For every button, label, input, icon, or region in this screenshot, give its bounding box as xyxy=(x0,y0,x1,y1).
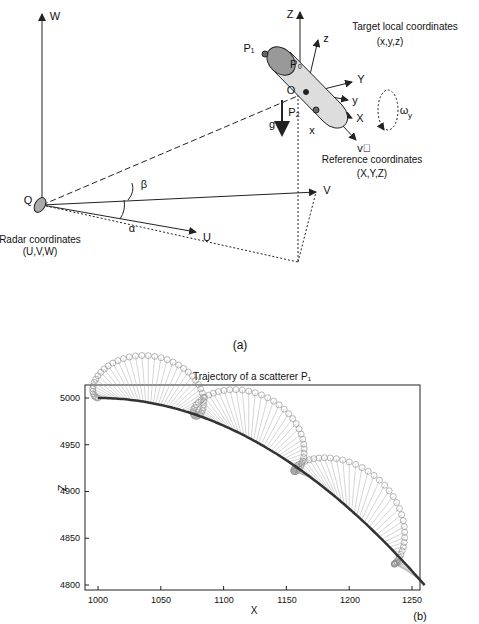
label-text: (X,Y,Z) xyxy=(357,169,387,179)
label-text: α xyxy=(129,223,135,234)
label-text: X xyxy=(356,113,363,124)
label-text: (b) xyxy=(413,611,426,622)
label-text: P₀ xyxy=(290,59,302,70)
label-text: y xyxy=(352,95,358,106)
label-text: 1100 xyxy=(214,596,233,605)
label-text: Reference coordinates xyxy=(322,155,423,165)
label-text: V xyxy=(323,185,330,196)
label-text: P₁ xyxy=(243,43,254,54)
label-text: 5000 xyxy=(60,394,80,403)
label-text: (a) xyxy=(233,339,248,351)
label-text: Trajectory of a scatterer P₁ xyxy=(193,372,311,382)
label-text: y xyxy=(408,112,412,120)
label-text: (U,V,W) xyxy=(23,247,58,257)
label-text: O xyxy=(287,85,296,96)
label-text: Q xyxy=(24,195,33,206)
label-text: P₂ xyxy=(288,107,300,118)
label-text: X xyxy=(251,606,258,616)
label-text: v⃗ xyxy=(357,143,371,154)
label-text: Z xyxy=(287,9,294,20)
label-text: Radar coordinates xyxy=(0,235,81,245)
label-text: Y xyxy=(357,74,364,85)
label-text: 1150 xyxy=(277,596,296,605)
label-text: 4800 xyxy=(60,581,80,590)
label-text: g xyxy=(269,119,275,130)
label-text: 1050 xyxy=(151,596,171,605)
label-text: 1200 xyxy=(340,596,360,605)
label-text: 4850 xyxy=(60,534,80,543)
label-text: W xyxy=(50,11,60,22)
label-text: 4950 xyxy=(60,441,80,450)
label-text: x xyxy=(309,125,315,136)
label-text: 1000 xyxy=(88,596,108,605)
label-text: (x,y,z) xyxy=(377,37,403,47)
label-text: Target local coordinates xyxy=(352,22,458,32)
label-text: U xyxy=(203,232,211,243)
label-text: Z xyxy=(57,485,68,492)
label-text: ω xyxy=(400,105,409,116)
label-text: 1250 xyxy=(402,596,422,605)
label-text: z xyxy=(323,33,329,44)
label-text: β xyxy=(141,179,147,190)
